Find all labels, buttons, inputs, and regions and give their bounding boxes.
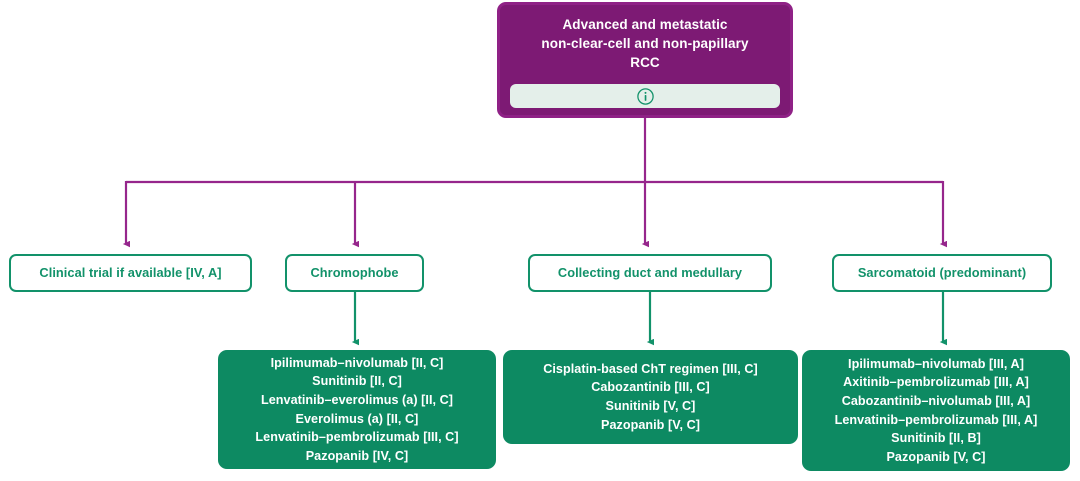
treatment-box-collecting-duct-and-medullary: Cisplatin-based ChT regimen [III, C] Cabo… bbox=[503, 350, 798, 444]
treatment-item: Ipilimumab–nivolumab [II, C] bbox=[270, 355, 444, 370]
treatment-item: Lenvatinib–pembrolizumab [III, C] bbox=[255, 430, 459, 445]
treatment-item: Ipilimumab–nivolumab [III, A] bbox=[848, 356, 1024, 371]
treatment-item: Cabozantinib–nivolumab [III, A] bbox=[841, 393, 1031, 408]
category-label: Chromophobe bbox=[310, 265, 399, 281]
category-box-chromophobe[interactable]: Chromophobe bbox=[285, 254, 424, 292]
treatment-item: Sunitinib [II, B] bbox=[891, 431, 981, 446]
root-info-bar[interactable] bbox=[510, 84, 780, 108]
category-box-collecting-duct-and-medullary[interactable]: Collecting duct and medullary bbox=[528, 254, 772, 292]
treatment-item: Pazopanib [IV, C] bbox=[305, 448, 409, 463]
category-label: Collecting duct and medullary bbox=[557, 265, 743, 281]
treatment-item: Sunitinib [V, C] bbox=[605, 399, 696, 413]
treatment-list: Cisplatin-based ChT regimen [III, C] Cabo… bbox=[543, 360, 758, 435]
category-box-clinical-trial[interactable]: Clinical trial if available [IV, A] bbox=[9, 254, 252, 292]
category-box-sarcomatoid-predominant[interactable]: Sarcomatoid (predominant) bbox=[832, 254, 1052, 292]
treatment-item: Pazopanib [V, C] bbox=[601, 417, 700, 432]
category-label: Sarcomatoid (predominant) bbox=[857, 265, 1027, 281]
treatment-item: Cabozantinib [III, C] bbox=[591, 380, 710, 395]
treatment-item: Pazopanib [V, C] bbox=[886, 449, 986, 464]
category-label: Clinical trial if available [IV, A] bbox=[39, 265, 222, 281]
treatment-item: Cisplatin-based ChT regimen [III, C] bbox=[543, 361, 758, 376]
treatment-item: Axitinib–pembrolizumab [III, A] bbox=[843, 375, 1029, 390]
treatment-list: Ipilimumab–nivolumab [II, C] Sunitinib [I… bbox=[255, 354, 458, 466]
treatment-list: Ipilimumab–nivolumab [III, A] Axitinib–pe… bbox=[835, 355, 1038, 467]
treatment-item: Everolimus (a) [II, C] bbox=[295, 411, 419, 426]
info-circle-icon[interactable] bbox=[636, 87, 655, 106]
treatment-box-chromophobe: Ipilimumab–nivolumab [II, C] Sunitinib [I… bbox=[218, 350, 496, 469]
treatment-item: Lenvatinib–everolimus (a) [II, C] bbox=[260, 392, 453, 407]
treatment-item: Sunitinib [II, C] bbox=[312, 374, 402, 389]
treatment-box-sarcomatoid-predominant: Ipilimumab–nivolumab [III, A] Axitinib–pe… bbox=[802, 350, 1070, 471]
treatment-item: Lenvatinib–pembrolizumab [III, A] bbox=[834, 412, 1038, 427]
root-node-title: Advanced and metastatic non-clear-cell a… bbox=[541, 17, 749, 71]
root-node-advanced-metastatic-rcc: Advanced and metastatic non-clear-cell a… bbox=[497, 2, 793, 118]
